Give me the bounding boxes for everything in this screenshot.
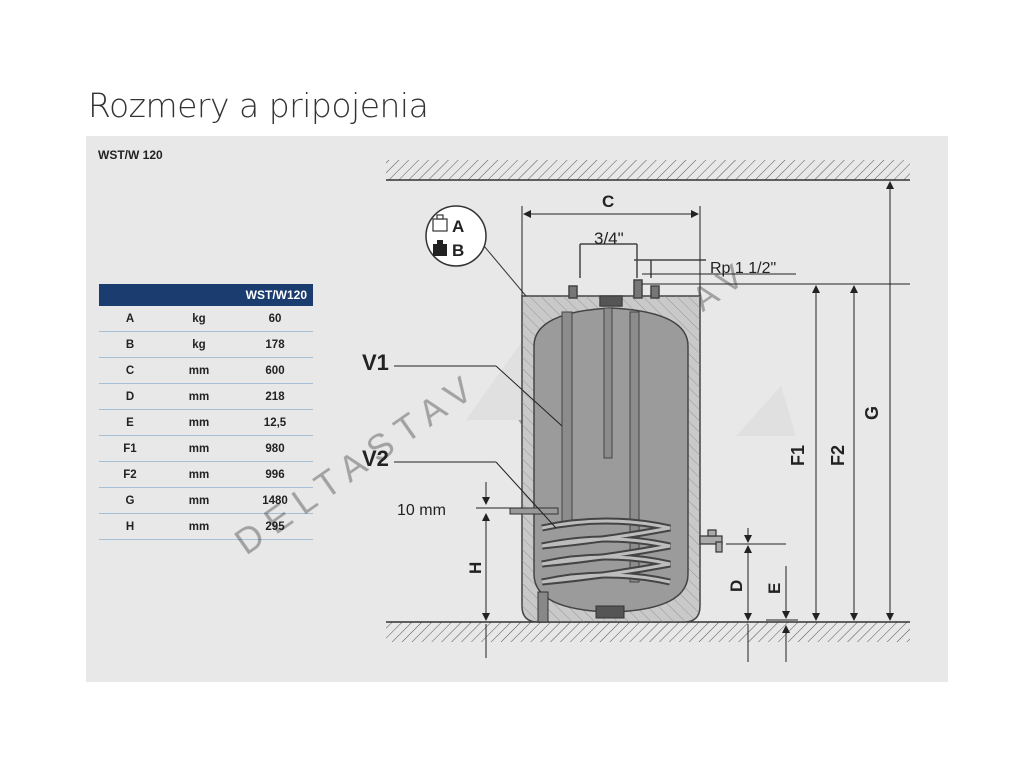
floor [386,621,910,642]
full-weight-icon [433,240,447,256]
tank-foot [537,591,549,623]
dimension-d [726,528,786,662]
watermark-text: DELTASTAV [227,363,488,563]
anode-rod [603,307,613,459]
label-v1: V1 [362,350,389,375]
row-value: 218 [237,383,313,410]
label-b: B [452,241,464,260]
row-value: 996 [237,461,313,488]
bottom-flange [595,605,625,619]
table-header: WST/W120 [99,284,313,306]
row-unit: mm [161,435,237,462]
watermark: DELTASTAV DELTASTAV [227,252,796,563]
row-code: G [99,487,161,514]
row-code: E [99,409,161,436]
row-unit: kg [161,306,237,332]
row-code: D [99,383,161,410]
row-value: 980 [237,435,313,462]
dimension-c [521,206,701,296]
row-unit: mm [161,461,237,488]
label-c: C [602,192,614,211]
row-code: B [99,331,161,358]
label-h: H [466,562,485,574]
model-label: WST/W 120 [98,148,163,162]
row-unit: mm [161,357,237,384]
row-unit: kg [161,331,237,358]
label-10mm: 10 mm [397,502,446,519]
table-header-row: WST/W120 [99,284,313,306]
row-unit: mm [161,513,237,540]
row-value: 600 [237,357,313,384]
row-value: 60 [237,306,313,332]
label-v2: V2 [362,446,389,471]
row-code: C [99,357,161,384]
top-connections [568,243,706,307]
row-value: 295 [237,513,313,540]
label-a: A [452,217,464,236]
label-f2: F2 [828,445,848,466]
tank-diagram: DELTASTAV DELTASTAV [227,160,910,662]
row-code: H [99,513,161,540]
sensor-well [509,507,559,515]
row-code: F1 [99,435,161,462]
ceiling [386,160,910,181]
page-title: Rozmery a pripojenia [88,86,429,125]
row-code: A [99,306,161,332]
row-unit: mm [161,487,237,514]
label-three-quarter: 3/4" [594,229,624,248]
weight-legend: A B [425,205,527,297]
label-e: E [765,583,784,594]
row-unit: mm [161,383,237,410]
drain-valve-icon [699,529,723,553]
row-unit: mm [161,409,237,436]
label-rp: Rp 1 1/2" [710,260,776,277]
label-g: G [862,406,882,420]
row-value: 178 [237,331,313,358]
empty-weight-icon [432,214,448,232]
label-f1: F1 [788,445,808,466]
row-code: F2 [99,461,161,488]
hot-water-pipe [629,311,640,583]
row-value: 12,5 [237,409,313,436]
row-value: 1480 [237,487,313,514]
watermark-logo-icon [736,386,796,436]
label-d: D [727,580,746,592]
immersion-tube [561,311,573,523]
dimension-e [766,566,798,662]
